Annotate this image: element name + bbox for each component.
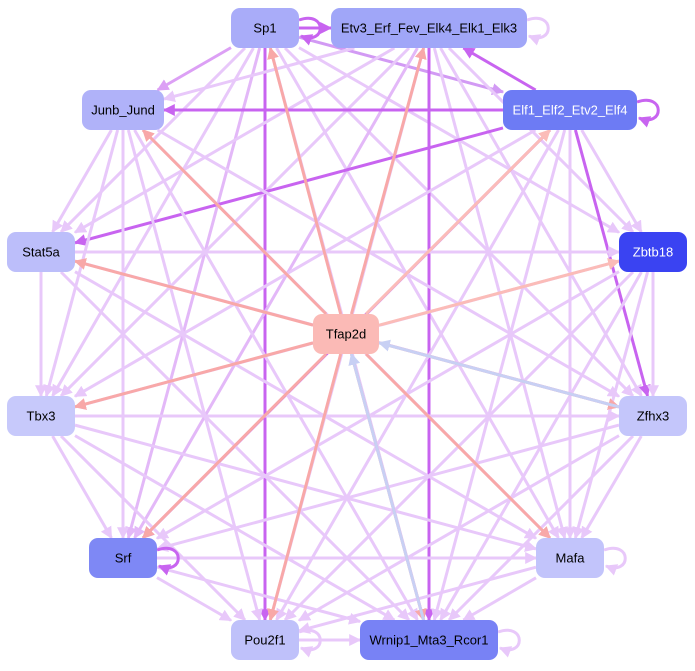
node-box-etv3 <box>331 8 527 48</box>
edge-tfap2d-to-zbtb18 <box>378 258 621 327</box>
node-label-zfhx3: Zfhx3 <box>637 409 670 424</box>
self-loop-sp1 <box>298 16 322 46</box>
node-label-wrnip1: Wrnip1_Mta3_Rcor1 <box>370 633 489 648</box>
node-box-junb <box>82 90 164 130</box>
self-loop-srf <box>156 546 180 576</box>
node-label-mafa: Mafa <box>556 551 586 566</box>
edge-junb-to-stat5a <box>51 129 113 234</box>
node-box-sp1 <box>231 8 299 48</box>
edge-tfap2d-to-tbx3 <box>73 341 314 410</box>
self-loop-etv3 <box>526 16 550 46</box>
self-loop-mafa <box>603 546 627 576</box>
node-box-wrnip1 <box>360 620 498 660</box>
node-label-etv3: Etv3_Erf_Fev_Elk4_Elk1_Elk3 <box>341 21 517 36</box>
edge-zbtb18-to-srf <box>155 270 620 540</box>
node-box-pou2f1 <box>231 620 299 660</box>
node-box-zbtb18 <box>619 232 687 272</box>
self-loop-wrnip1 <box>497 628 521 658</box>
node-elf1[interactable]: Elf1_Elf2_Etv2_Elf4 <box>503 90 637 130</box>
node-label-sp1: Sp1 <box>253 21 276 36</box>
node-label-elf1: Elf1_Elf2_Etv2_Elf4 <box>513 103 628 118</box>
self-loop-elf1 <box>636 98 660 128</box>
node-srf[interactable]: Srf <box>89 538 157 578</box>
node-box-mafa <box>536 538 604 578</box>
node-box-elf1 <box>503 90 637 130</box>
edge-tfap2d-to-pou2f1 <box>267 353 343 622</box>
edge-tfap2d-to-elf1 <box>364 128 552 316</box>
edge-tfap2d-to-etv3 <box>349 46 427 315</box>
edge-zfhx3-to-tfap2d <box>377 339 620 409</box>
edge-sp1-to-elf1 <box>298 35 505 95</box>
edge-etv3-to-srf <box>133 47 419 540</box>
edge-zfhx3-to-pou2f1 <box>297 434 620 622</box>
node-box-srf <box>89 538 157 578</box>
node-label-tbx3: Tbx3 <box>27 409 56 424</box>
edge-elf1-to-tbx3 <box>73 128 537 398</box>
node-sp1[interactable]: Sp1 <box>231 8 299 48</box>
node-box-stat5a <box>7 232 75 272</box>
edge-srf-to-pou2f1 <box>156 576 233 622</box>
edge-srf-to-wrnip1 <box>156 565 362 625</box>
node-tbx3[interactable]: Tbx3 <box>7 396 75 436</box>
edge-zfhx3-to-mafa <box>580 435 643 540</box>
node-stat5a[interactable]: Stat5a <box>7 232 75 272</box>
node-label-stat5a: Stat5a <box>22 245 60 260</box>
node-label-junb: Junb_Jund <box>91 103 155 118</box>
edge-junb-to-wrnip1 <box>133 129 419 622</box>
node-box-tbx3 <box>7 396 75 436</box>
edge-elf1-to-zbtb18 <box>580 129 643 234</box>
node-pou2f1[interactable]: Pou2f1 <box>231 620 299 660</box>
node-zbtb18[interactable]: Zbtb18 <box>619 232 687 272</box>
edge-elf1-to-etv3 <box>462 46 537 92</box>
edge-etv3-to-stat5a <box>73 46 396 234</box>
edge-etv3-to-junb <box>162 46 355 103</box>
node-label-tfap2d: Tfap2d <box>326 327 366 342</box>
self-loop-pou2f1 <box>298 628 322 658</box>
node-etv3[interactable]: Etv3_Erf_Fev_Elk4_Elk1_Elk3 <box>331 8 527 48</box>
edge-tfap2d-to-stat5a <box>73 258 314 327</box>
edge-tfap2d-to-sp1 <box>267 46 343 315</box>
node-label-srf: Srf <box>115 551 132 566</box>
edge-sp1-to-junb <box>156 46 232 92</box>
node-wrnip1[interactable]: Wrnip1_Mta3_Rcor1 <box>360 620 498 660</box>
edge-tbx3-to-srf <box>51 435 113 540</box>
edge-mafa-to-wrnip1 <box>462 576 537 622</box>
edge-tfap2d-to-mafa <box>364 352 552 540</box>
edge-tfap2d-to-srf <box>141 352 328 540</box>
node-junb[interactable]: Junb_Jund <box>82 90 164 130</box>
node-box-tfap2d <box>313 314 379 354</box>
node-mafa[interactable]: Mafa <box>536 538 604 578</box>
edge-elf1-to-pou2f1 <box>275 129 560 622</box>
node-label-zbtb18: Zbtb18 <box>633 245 673 260</box>
edge-tfap2d-to-junb <box>141 128 328 316</box>
node-box-zfhx3 <box>619 396 687 436</box>
edge-sp1-to-mafa <box>275 47 560 540</box>
node-tfap2d[interactable]: Tfap2d <box>313 314 379 354</box>
edge-stat5a-to-mafa <box>74 270 538 540</box>
edge-wrnip1-to-tfap2d <box>348 352 426 621</box>
edge-elf1-to-stat5a <box>73 126 504 246</box>
node-zfhx3[interactable]: Zfhx3 <box>619 396 687 436</box>
node-label-pou2f1: Pou2f1 <box>244 633 285 648</box>
edge-junb-to-zfhx3 <box>156 128 621 398</box>
edge-layer <box>35 16 660 658</box>
